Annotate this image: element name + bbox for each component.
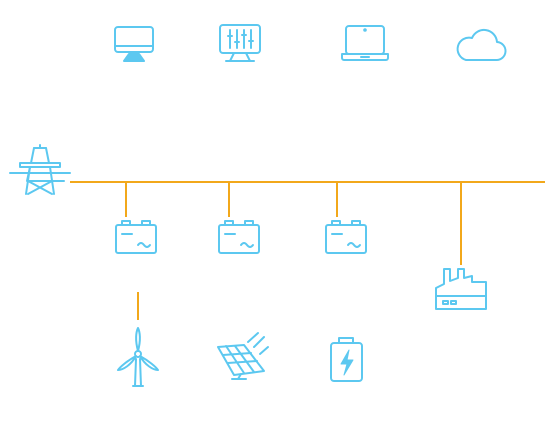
solar-panel-icon (217, 332, 269, 380)
battery-icon (330, 337, 363, 382)
wind-turbine-icon (117, 327, 159, 387)
inverter-icon (218, 220, 260, 254)
inverter-icon (115, 220, 157, 254)
monitor-icon (114, 26, 154, 62)
laptop-icon (341, 25, 389, 61)
inverter-icon (325, 220, 367, 254)
factory-icon (435, 268, 487, 310)
cloud-icon (456, 28, 507, 62)
power-bus (70, 181, 545, 320)
control-panel-icon (219, 24, 261, 62)
transmission-tower-icon (9, 144, 71, 195)
